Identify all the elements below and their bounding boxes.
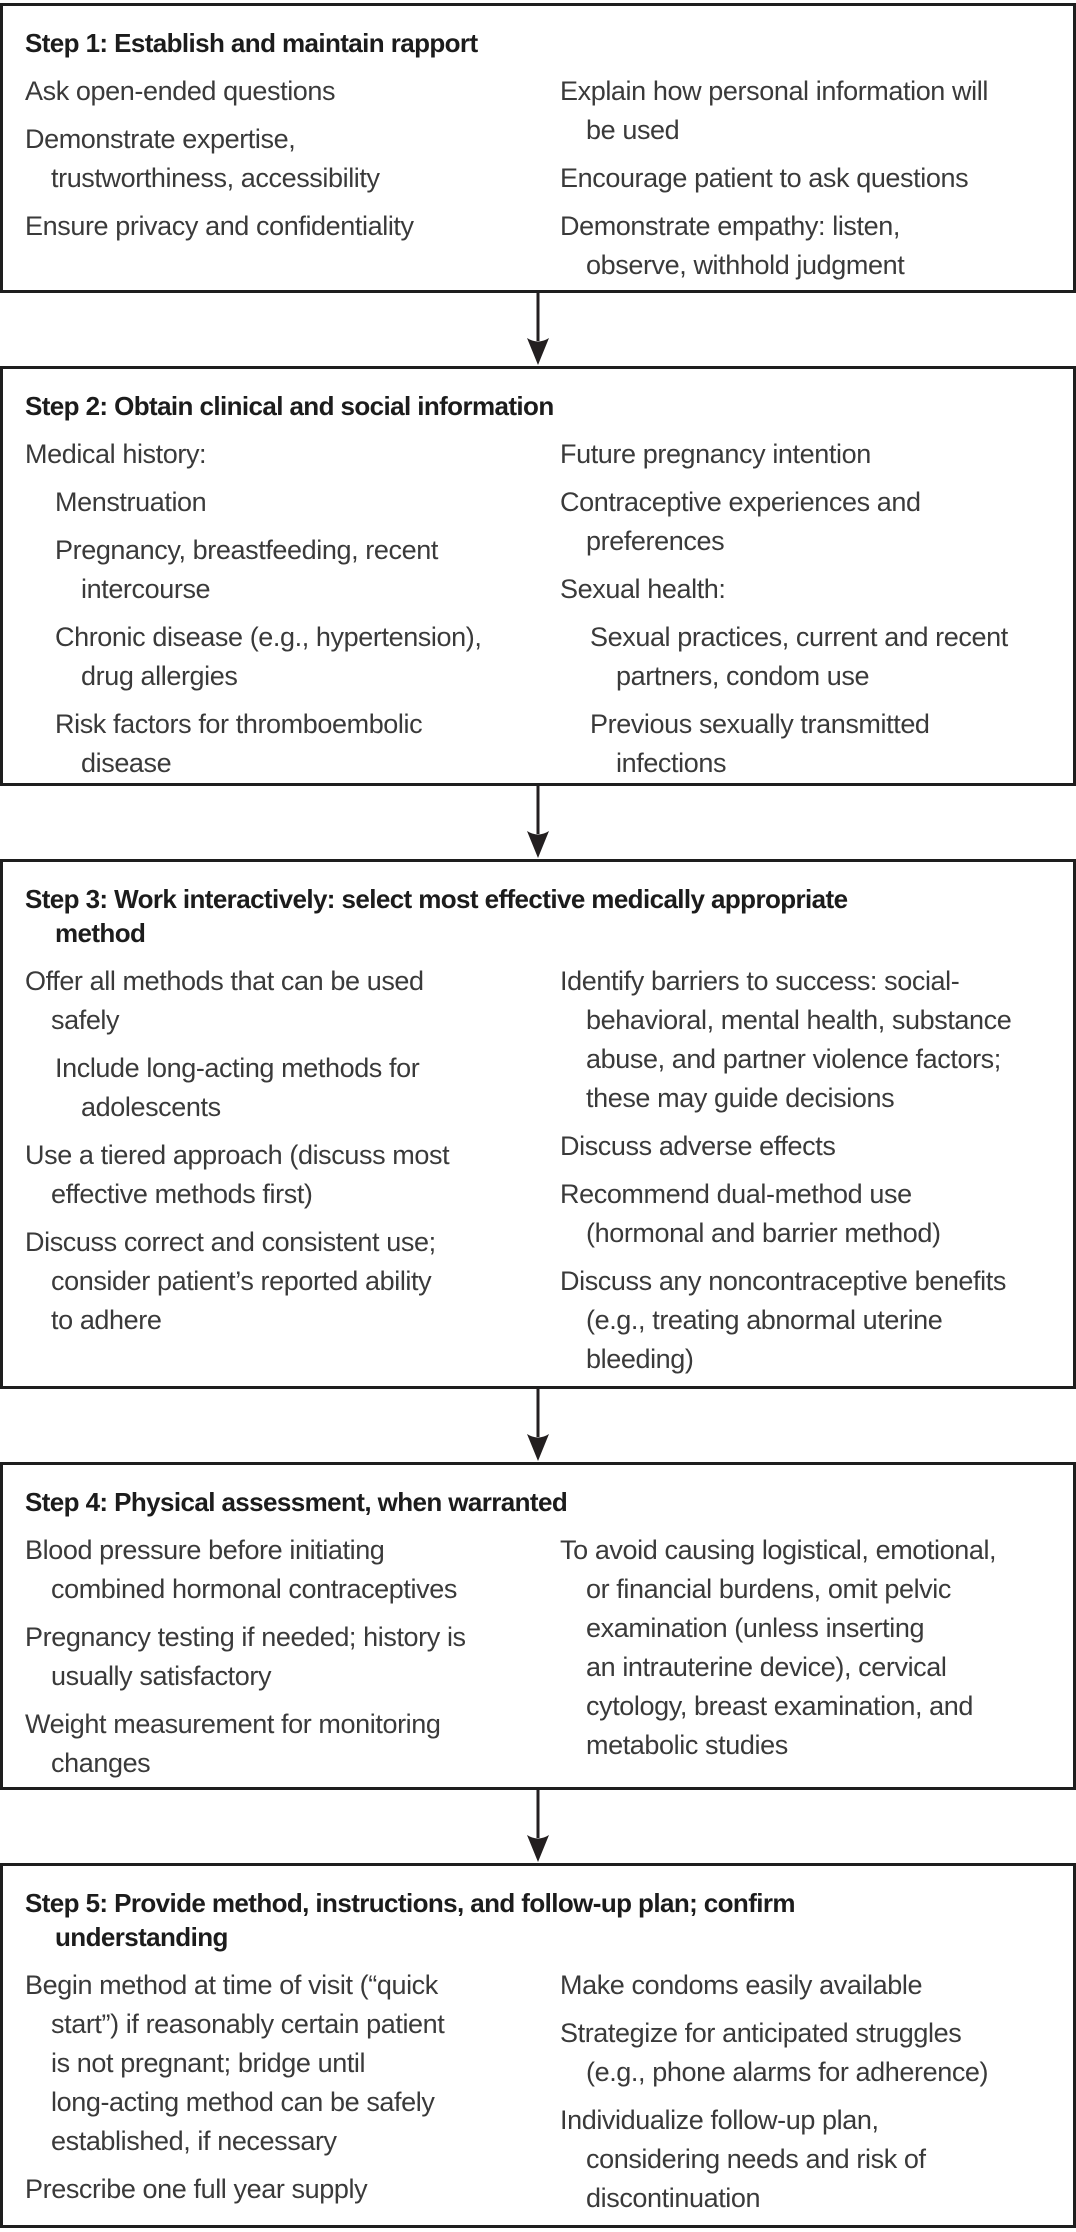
- step-box-3: Step 3: Work interactively: select most …: [0, 859, 1076, 1389]
- step-box-5: Step 5: Provide method, instructions, an…: [0, 1863, 1076, 2228]
- list-item: Explain how personal information will be…: [560, 76, 988, 145]
- step-title: Step 4: Physical assessment, when warran…: [25, 1487, 568, 1517]
- step-columns: Begin method at time of visit (“quick st…: [25, 1966, 1059, 2218]
- list-item: Begin method at time of visit (“quick st…: [25, 1970, 445, 2156]
- list-item: Sexual practices, current and recent par…: [590, 622, 1008, 691]
- step-box-2: Step 2: Obtain clinical and social infor…: [0, 366, 1076, 786]
- list-item: Future pregnancy intention: [560, 439, 871, 469]
- step-left-column: Begin method at time of visit (“quick st…: [25, 1966, 530, 2218]
- list-item: Risk factors for thromboembolic disease: [55, 709, 423, 778]
- flow-arrow: [0, 786, 1076, 859]
- list-item: Pregnancy testing if needed; history is …: [25, 1622, 466, 1691]
- list-item: Demonstrate expertise, trustworthiness, …: [25, 124, 380, 193]
- flow-arrow: [0, 293, 1076, 366]
- down-arrow-icon: [527, 293, 549, 365]
- step-columns: Blood pressure before initiating combine…: [25, 1531, 1059, 1783]
- list-item: Pregnancy, breastfeeding, recent interco…: [55, 535, 438, 604]
- step-left-column: Blood pressure before initiating combine…: [25, 1531, 530, 1783]
- list-item: Individualize follow-up plan, considerin…: [560, 2105, 926, 2213]
- list-item: Chronic disease (e.g., hypertension), dr…: [55, 622, 482, 691]
- list-item: Strategize for anticipated struggles (e.…: [560, 2018, 989, 2087]
- list-item: Include long-acting methods for adolesce…: [55, 1053, 420, 1122]
- list-item: Medical history:: [25, 439, 207, 469]
- list-item: Use a tiered approach (discuss most effe…: [25, 1140, 450, 1209]
- down-arrow-icon: [527, 1389, 549, 1461]
- list-item: Sexual health:: [560, 574, 726, 604]
- list-item: Contraceptive experiences and preference…: [560, 487, 921, 556]
- list-item: Blood pressure before initiating combine…: [25, 1535, 457, 1604]
- list-item: Encourage patient to ask questions: [560, 163, 969, 193]
- list-item: Recommend dual-method use (hormonal and …: [560, 1179, 941, 1248]
- list-item: Previous sexually transmitted infections: [590, 709, 930, 778]
- step-box-1: Step 1: Establish and maintain rapport A…: [0, 3, 1076, 293]
- flow-arrow: [0, 1790, 1076, 1863]
- down-arrow-icon: [527, 786, 549, 858]
- flow-arrow: [0, 1389, 1076, 1462]
- step-title: Step 5: Provide method, instructions, an…: [25, 1888, 796, 1952]
- step-right-column: Explain how personal information will be…: [560, 72, 1059, 285]
- step-right-column: Identify barriers to success: social- be…: [560, 962, 1059, 1379]
- down-arrow-icon: [527, 1790, 549, 1862]
- step-right-column: To avoid causing logistical, emotional, …: [560, 1531, 1059, 1783]
- list-item: Offer all methods that can be used safel…: [25, 966, 424, 1035]
- list-item: To avoid causing logistical, emotional, …: [560, 1535, 997, 1760]
- list-item: Demonstrate empathy: listen, observe, wi…: [560, 211, 905, 280]
- step-left-column: Offer all methods that can be used safel…: [25, 962, 530, 1379]
- list-item: Ask open-ended questions: [25, 76, 336, 106]
- step-title: Step 3: Work interactively: select most …: [25, 884, 848, 948]
- list-item: Make condoms easily available: [560, 1970, 923, 2000]
- list-item: Weight measurement for monitoring change…: [25, 1709, 441, 1778]
- step-columns: Offer all methods that can be used safel…: [25, 962, 1059, 1379]
- list-item: Discuss correct and consistent use; cons…: [25, 1227, 436, 1335]
- list-item: Discuss adverse effects: [560, 1131, 836, 1161]
- step-title: Step 2: Obtain clinical and social infor…: [25, 391, 554, 421]
- list-item: Ensure privacy and confidentiality: [25, 211, 414, 241]
- list-item: Menstruation: [55, 487, 207, 517]
- list-item: Identify barriers to success: social- be…: [560, 966, 1012, 1113]
- step-title: Step 1: Establish and maintain rapport: [25, 28, 478, 58]
- step-box-4: Step 4: Physical assessment, when warran…: [0, 1462, 1076, 1790]
- list-item: Prescribe one full year supply: [25, 2174, 368, 2204]
- list-item: Discuss any noncontraceptive benefits (e…: [560, 1266, 1006, 1374]
